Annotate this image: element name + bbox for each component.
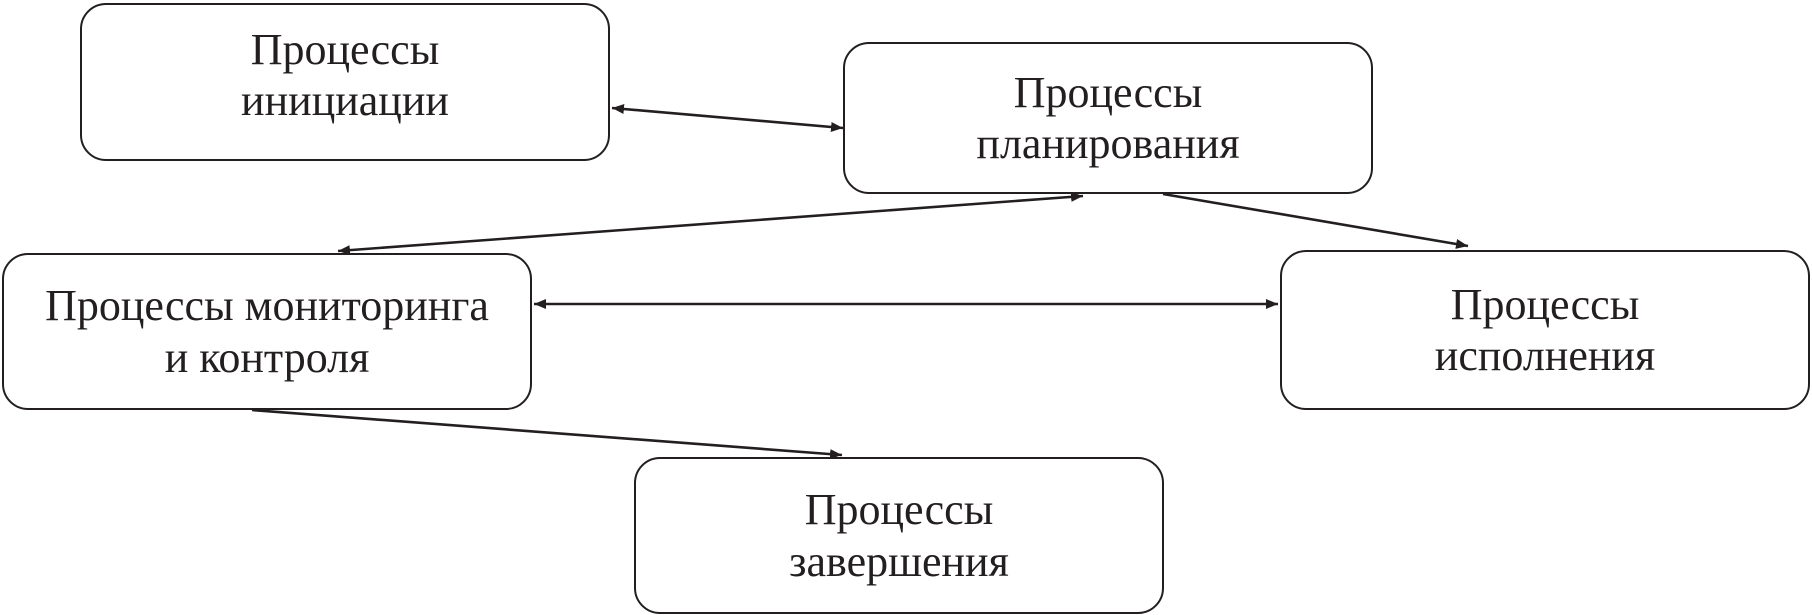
initiation-label-line1: Процессы bbox=[250, 24, 440, 74]
initiation-processes-box: Процессы инициации bbox=[80, 3, 610, 161]
edge-planning-execution bbox=[1162, 192, 1469, 249]
edge-planning-monitoring bbox=[337, 191, 1084, 256]
monitoring-label-line2: и контроля bbox=[164, 332, 370, 382]
planning-processes-box: Процессы планирования bbox=[843, 42, 1373, 194]
planning-label-line1: Процессы bbox=[1013, 67, 1203, 117]
closing-label-line1: Процессы bbox=[804, 485, 994, 535]
closing-label-line2: завершения bbox=[789, 536, 1009, 586]
initiation-label-line2: инициации bbox=[241, 76, 449, 125]
planning-label-line2: планирования bbox=[976, 119, 1240, 168]
execution-label-line1: Процессы bbox=[1450, 279, 1640, 329]
execution-processes-box: Процессы исполнения bbox=[1280, 250, 1810, 410]
monitoring-control-processes-box: Процессы мониторинга и контроля bbox=[2, 253, 532, 410]
monitoring-label-line1: Процессы мониторинга bbox=[45, 281, 489, 331]
closing-processes-box: Процессы завершения bbox=[634, 457, 1164, 614]
edge-initiation-planning bbox=[611, 104, 844, 132]
execution-label-line2: исполнения bbox=[1434, 331, 1656, 380]
edge-monitoring-closing bbox=[251, 408, 843, 460]
